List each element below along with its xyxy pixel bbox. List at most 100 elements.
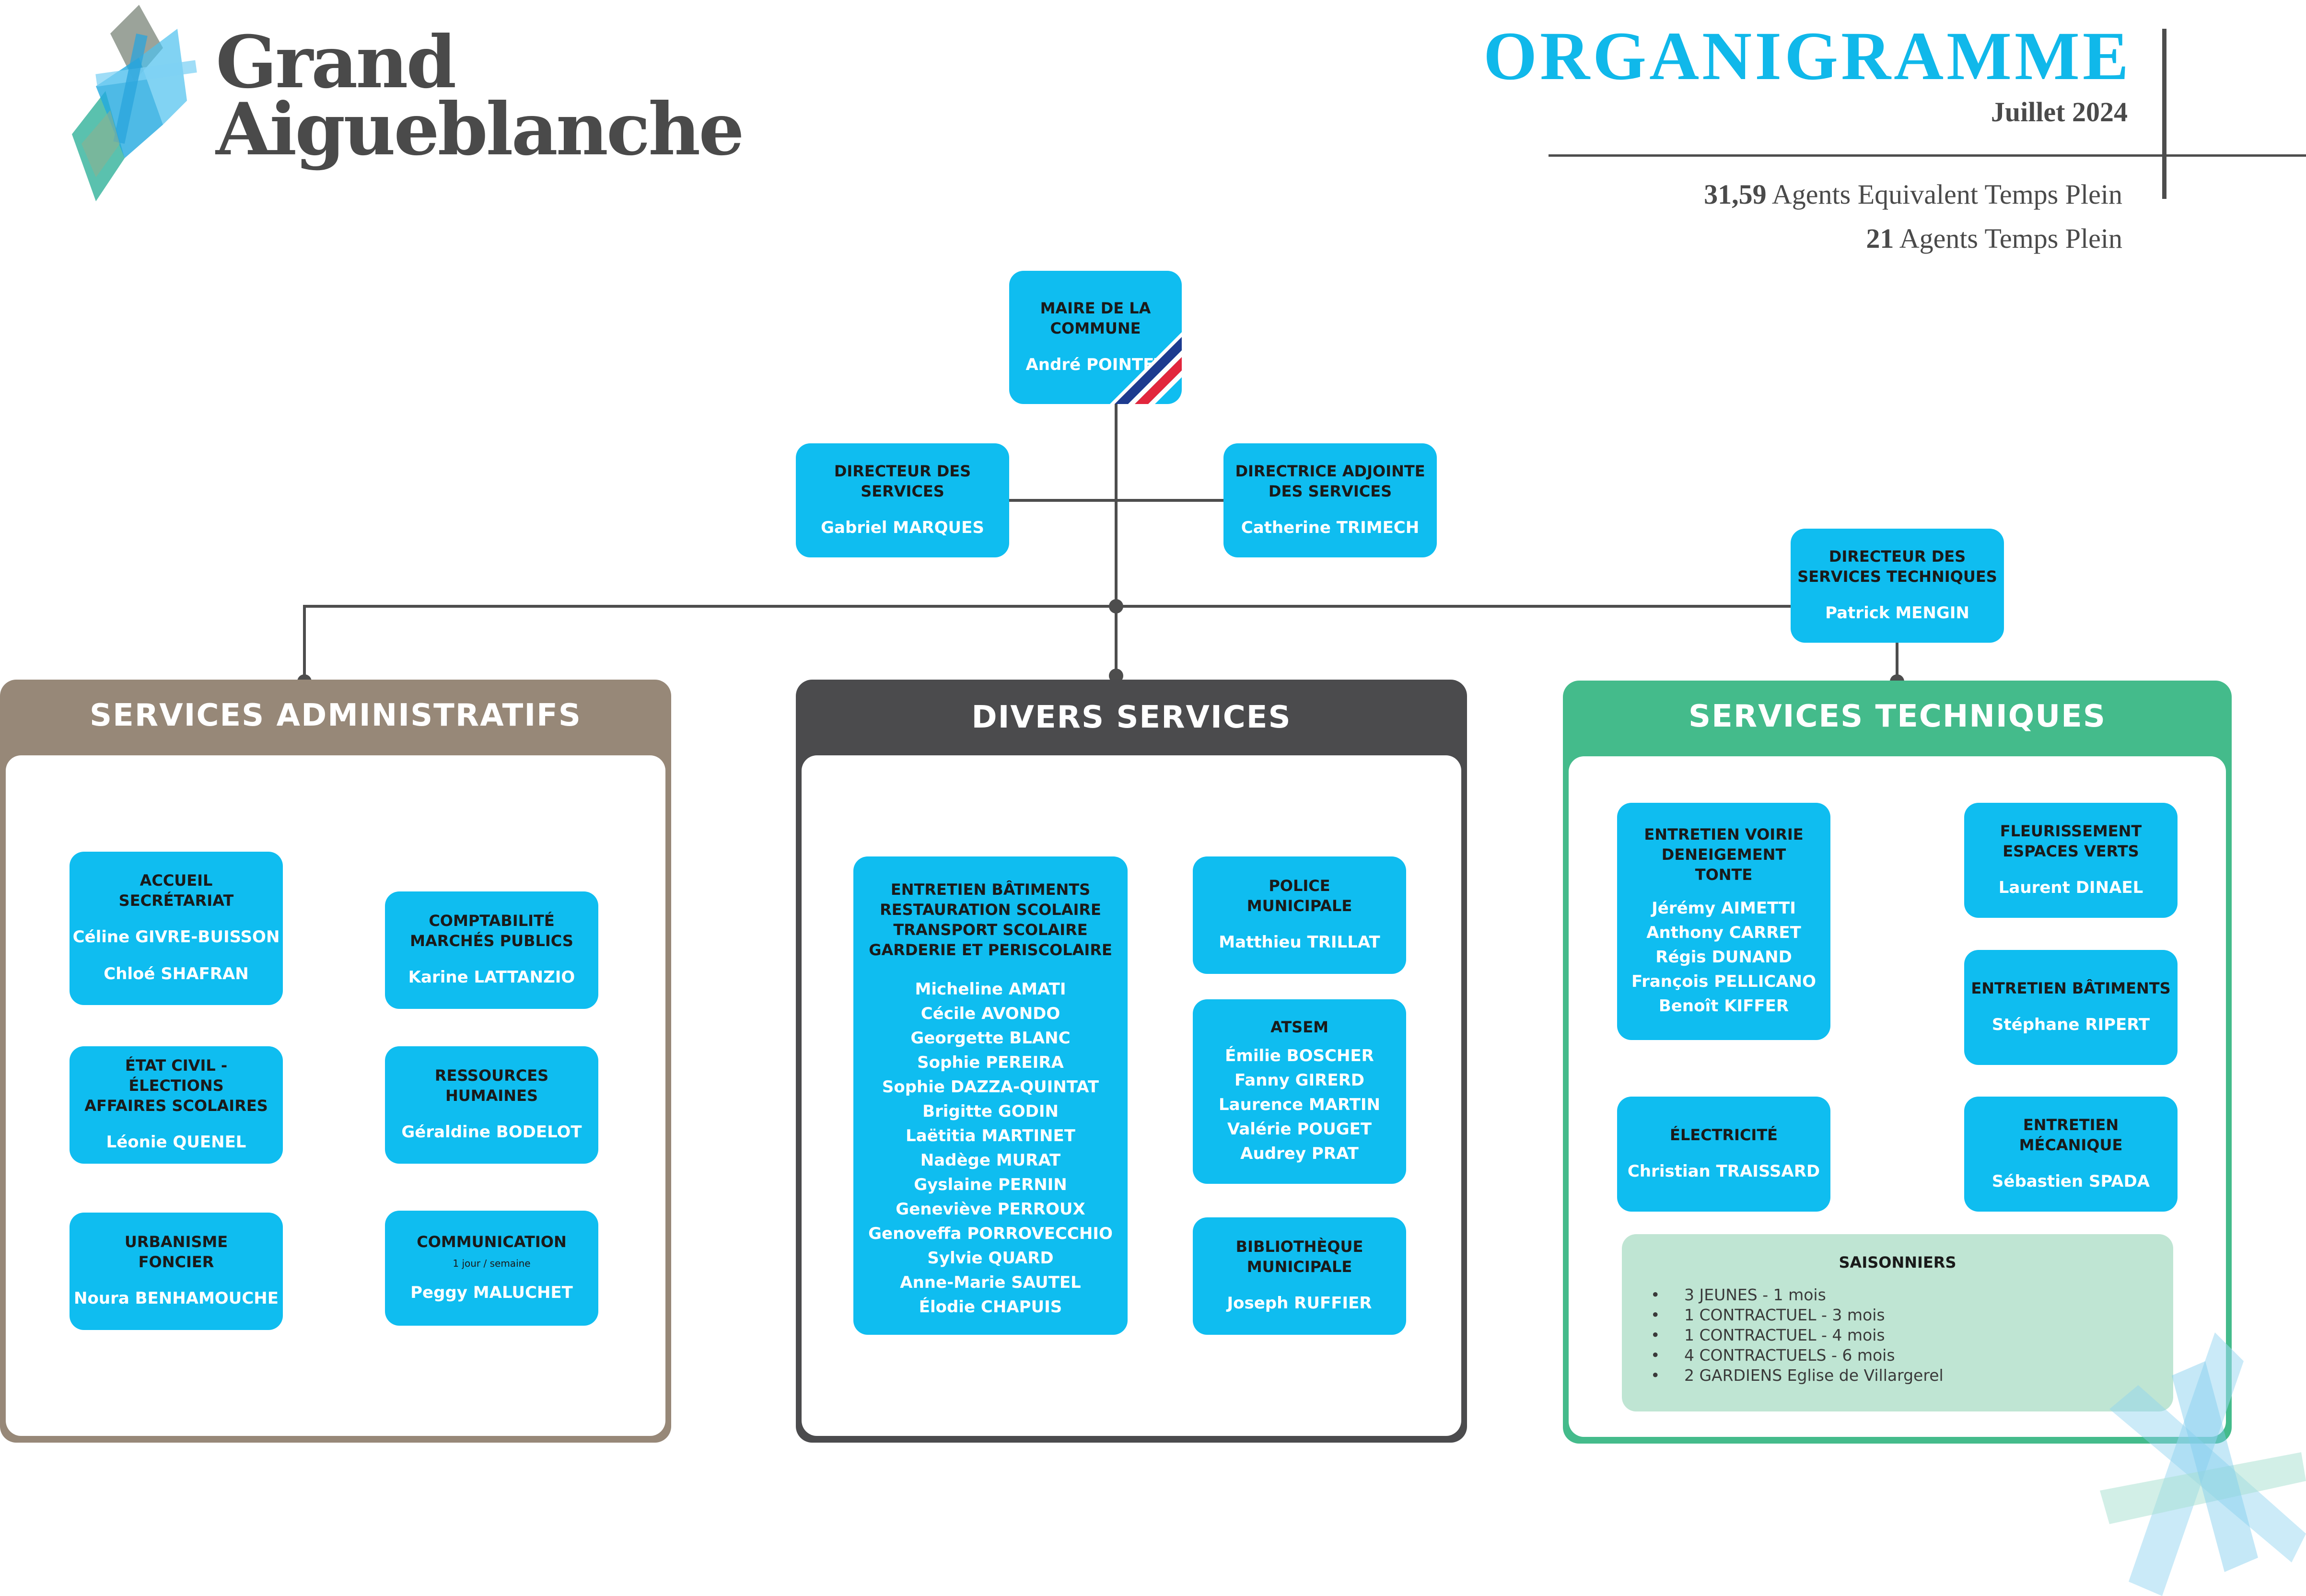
electricite-name: Christian TRAISSARD [1627, 1161, 1820, 1181]
compta-title: COMPTABILITÉ MARCHÉS PUBLICS [410, 912, 573, 950]
saisonniers-item: 2 GARDIENS Eglise de Villargerel [1651, 1365, 2173, 1386]
etatcivil-title: ÉTAT CIVIL - ÉLECTIONS AFFAIRES SCOLAIRE… [84, 1056, 268, 1115]
voirie-name-3: Régis DUNAND [1655, 948, 1792, 967]
directeur-title: DIRECTEUR DES SERVICES [834, 462, 971, 500]
tricolor-ribbon [1110, 332, 1182, 404]
stat-etp-label: Agents Equivalent Temps Plein [1766, 179, 2122, 210]
batiments-name-12: Sylvie QUARD [927, 1249, 1054, 1268]
batiments-title: ENTRETIEN BÂTIMENTS RESTAURATION SCOLAIR… [869, 880, 1112, 959]
stat-etp-value: 31,59 [1704, 179, 1767, 210]
saisonniers-item: 4 CONTRACTUELS - 6 mois [1651, 1345, 2173, 1365]
atsem-name-1: Émilie BOSCHER [1225, 1046, 1374, 1065]
tech-batiments-name: Stéphane RIPERT [1992, 1015, 2150, 1034]
batiments-name-13: Anne-Marie SAUTEL [900, 1273, 1081, 1292]
connector-dot-center [1109, 599, 1123, 613]
directrice-title: DIRECTRICE ADJOINTE DES SERVICES [1235, 462, 1425, 500]
batiments-name-5: Sophie DAZZA-QUINTAT [882, 1077, 1099, 1097]
police-title: POLICE MUNICIPALE [1246, 877, 1352, 915]
directrice-name: Catherine TRIMECH [1241, 518, 1420, 537]
batiments-name-9: Gyslaine PERNIN [914, 1175, 1067, 1194]
voirie-name-4: François PELLICANO [1631, 972, 1816, 991]
tech-batiments-box: ENTRETIEN BÂTIMENTS Stéphane RIPERT [1964, 950, 2178, 1065]
atsem-name-2: Fanny GIRERD [1235, 1071, 1364, 1090]
urbanisme-name: Noura BENHAMOUCHE [74, 1289, 279, 1308]
connector-mayor-vertical [1115, 403, 1118, 681]
atsem-name-3: Laurence MARTIN [1219, 1095, 1380, 1114]
accueil-title: ACCUEIL SECRÉTARIAT [118, 871, 234, 910]
divers-panel-title: DIVERS SERVICES [971, 700, 1292, 735]
directeur-name: Gabriel MARQUES [821, 518, 984, 537]
biblio-box: BIBLIOTHÈQUE MUNICIPALE Joseph RUFFIER [1193, 1217, 1406, 1335]
atsem-title: ATSEM [1270, 1018, 1328, 1036]
communication-box: COMMUNICATION 1 jour / semaine Peggy MAL… [385, 1211, 598, 1326]
saisonniers-title: SAISONNIERS [1839, 1253, 1957, 1272]
police-name: Matthieu TRILLAT [1219, 933, 1380, 952]
batiments-name-1: Micheline AMATI [915, 980, 1066, 999]
logo-aigueblanche: Aigueblanche [216, 87, 745, 172]
page-title: ORGANIGRAMME [1483, 18, 2131, 94]
mecanique-name: Sébastien SPADA [1992, 1171, 2150, 1191]
connector-main-horizontal [304, 605, 1795, 608]
rh-title: RESSOURCES HUMAINES [434, 1066, 549, 1105]
batiments-name-2: Cécile AVONDO [920, 1004, 1060, 1023]
police-box: POLICE MUNICIPALE Matthieu TRILLAT [1193, 856, 1406, 974]
fleur-box: FLEURISSEMENT ESPACES VERTS Laurent DINA… [1964, 803, 2178, 918]
electricite-box: ÉLECTRICITÉ Christian TRAISSARD [1617, 1097, 1830, 1212]
header-horizontal-rule [1549, 154, 2306, 157]
atsem-name-4: Valérie POUGET [1227, 1120, 1372, 1139]
accueil-name-2: Chloé SHAFRAN [104, 964, 249, 983]
logo-grand: Grand [216, 20, 456, 104]
connector-admin-vertical [303, 605, 306, 682]
urbanisme-box: URBANISME FONCIER Noura BENHAMOUCHE [70, 1213, 283, 1330]
compta-box: COMPTABILITÉ MARCHÉS PUBLICS Karine LATT… [385, 891, 598, 1009]
etatcivil-box: ÉTAT CIVIL - ÉLECTIONS AFFAIRES SCOLAIRE… [70, 1046, 283, 1164]
biblio-name: Joseph RUFFIER [1227, 1294, 1372, 1313]
batiments-name-8: Nadège MURAT [920, 1151, 1061, 1170]
saisonniers-box: SAISONNIERS 3 JEUNES - 1 mois 1 CONTRACT… [1622, 1234, 2173, 1411]
dst-box: DIRECTEUR DES SERVICES TECHNIQUES Patric… [1791, 529, 2004, 643]
stat-tp-value: 21 [1866, 223, 1894, 254]
voirie-name-1: Jérémy AIMETTI [1652, 899, 1796, 918]
stat-tp-label: Agents Temps Plein [1894, 223, 2122, 254]
communication-note: 1 jour / semaine [453, 1257, 531, 1269]
mayor-box: MAIRE DE LA COMMUNE André POINTET [1009, 271, 1182, 404]
mecanique-box: ENTRETIEN MÉCANIQUE Sébastien SPADA [1964, 1097, 2178, 1212]
batiments-name-6: Brigitte GODIN [922, 1102, 1059, 1121]
mayor-title: MAIRE DE LA COMMUNE [1040, 299, 1151, 337]
tech-panel-title: SERVICES TECHNIQUES [1689, 699, 2106, 734]
batiments-name-4: Sophie PEREIRA [917, 1053, 1064, 1072]
decorative-star [2100, 1332, 2306, 1596]
communication-name: Peggy MALUCHET [410, 1283, 573, 1302]
batiments-box: ENTRETIEN BÂTIMENTS RESTAURATION SCOLAIR… [853, 856, 1128, 1335]
directeur-box: DIRECTEUR DES SERVICES Gabriel MARQUES [796, 443, 1009, 557]
stat-tp: 21 Agents Temps Plein [1866, 222, 2122, 254]
stat-etp: 31,59 Agents Equivalent Temps Plein [1704, 178, 2122, 210]
batiments-name-10: Geneviève PERROUX [896, 1200, 1085, 1219]
mayor-name: André POINTET [1025, 355, 1165, 374]
saisonniers-item: 1 CONTRACTUEL - 4 mois [1651, 1325, 2173, 1345]
saisonniers-item: 3 JEUNES - 1 mois [1651, 1285, 2173, 1305]
fleur-title: FLEURISSEMENT ESPACES VERTS [2000, 821, 2142, 860]
etatcivil-name: Léonie QUENEL [106, 1133, 246, 1152]
connector-tech-vertical [1896, 641, 1898, 682]
batiments-name-11: Genoveffa PORROVECCHIO [868, 1224, 1113, 1243]
voirie-name-5: Benoît KIFFER [1658, 996, 1789, 1016]
admin-panel-title: SERVICES ADMINISTRATIFS [90, 698, 582, 733]
voirie-title: ENTRETIEN VOIRIE DENEIGEMENT TONTE [1644, 825, 1804, 884]
saisonniers-item: 1 CONTRACTUEL - 3 mois [1651, 1305, 2173, 1325]
compta-name: Karine LATTANZIO [408, 968, 575, 987]
header-vertical-rule [2162, 29, 2166, 199]
rh-box: RESSOURCES HUMAINES Géraldine BODELOT [385, 1046, 598, 1164]
dst-name: Patrick MENGIN [1825, 603, 1969, 623]
voirie-box: ENTRETIEN VOIRIE DENEIGEMENT TONTE Jérém… [1617, 803, 1830, 1040]
dst-title: DIRECTEUR DES SERVICES TECHNIQUES [1797, 547, 1997, 586]
biblio-title: BIBLIOTHÈQUE MUNICIPALE [1235, 1237, 1363, 1276]
urbanisme-title: URBANISME FONCIER [124, 1233, 228, 1271]
saisonniers-list: 3 JEUNES - 1 mois 1 CONTRACTUEL - 3 mois… [1651, 1285, 2173, 1386]
batiments-name-3: Georgette BLANC [910, 1029, 1071, 1048]
accueil-box: ACCUEIL SECRÉTARIAT Céline GIVRE-BUISSON… [70, 852, 283, 1005]
rh-name: Géraldine BODELOT [401, 1122, 582, 1142]
atsem-name-5: Audrey PRAT [1240, 1144, 1359, 1163]
electricite-title: ÉLECTRICITÉ [1669, 1125, 1778, 1144]
voirie-name-2: Anthony CARRET [1646, 923, 1801, 942]
